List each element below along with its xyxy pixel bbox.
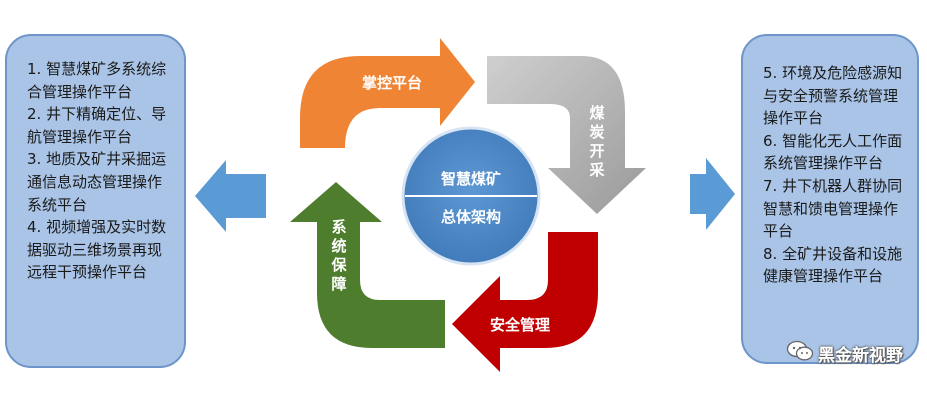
- platform-item-7: 7. 井下机器人群协同智慧和馈电管理操作平台: [763, 176, 903, 241]
- left-cycle-char-4: 障: [331, 275, 346, 293]
- watermark-text: 黑金新视野: [818, 345, 903, 366]
- watermark: 黑金新视野: [786, 340, 903, 366]
- platform-item-3: 3. 地质及矿井采掘运通信息动态管理操作系统平台: [27, 150, 167, 214]
- right-blue-arrow: [690, 158, 735, 230]
- left-blue-arrow: [195, 160, 266, 232]
- left-cycle-char-2: 统: [331, 237, 346, 255]
- gray-cycle-arrow: [487, 56, 646, 214]
- right-cycle-char-4: 采: [588, 161, 605, 179]
- orange-cycle-arrow: [300, 38, 475, 148]
- center-top-label: 智慧煤矿: [441, 170, 501, 188]
- platform-item-1: 1. 智慧煤矿多系统综合管理操作平台: [27, 60, 167, 101]
- right-platform-panel: 5. 环境及危险感源知与安全预警系统管理操作平台 6. 智能化无人工作面系统管理…: [741, 34, 919, 364]
- platform-item-8: 8. 全矿井设备和设施健康管理操作平台: [763, 244, 903, 286]
- right-cycle-char-2: 炭: [589, 123, 604, 141]
- top-cycle-label: 掌控平台: [362, 74, 422, 92]
- left-cycle-char-1: 系: [331, 218, 346, 236]
- wechat-icon: [786, 340, 814, 366]
- right-cycle-char-1: 煤: [589, 104, 604, 122]
- center-bottom-label: 总体架构: [441, 208, 501, 226]
- platform-item-5: 5. 环境及危险感源知与安全预警系统管理操作平台: [763, 64, 903, 128]
- platform-item-4: 4. 视频增强及实时数据驱动三维场景再现远程干预操作平台: [27, 218, 167, 282]
- green-cycle-arrow: [290, 182, 445, 348]
- platform-item-2: 2. 井下精确定位、导航管理操作平台: [27, 105, 167, 146]
- left-platform-panel: 1. 智慧煤矿多系统综合管理操作平台 2. 井下精确定位、导航管理操作平台 3.…: [5, 34, 186, 368]
- left-cycle-char-3: 保: [330, 256, 347, 274]
- red-cycle-arrow: [452, 232, 598, 372]
- platform-item-6: 6. 智能化无人工作面系统管理操作平台: [763, 131, 903, 173]
- bottom-cycle-label: 安全管理: [490, 316, 550, 334]
- right-cycle-char-3: 开: [589, 142, 604, 160]
